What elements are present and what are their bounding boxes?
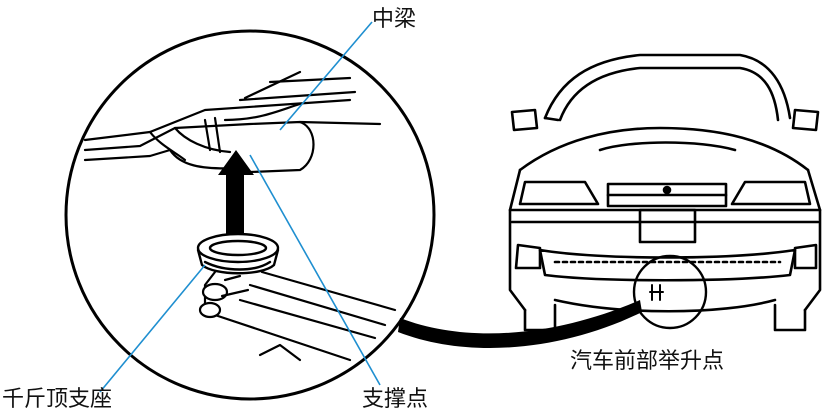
underbody-structure: [83, 70, 382, 174]
leader-lines: [99, 21, 381, 393]
lift-arrow: [218, 150, 254, 235]
label-jack-seat: 千斤顶支座: [2, 387, 112, 412]
label-support-point: 支撑点: [362, 387, 428, 412]
lift-point-mark: [649, 284, 664, 301]
jack-saddle: [196, 232, 280, 275]
leader-support-point: [249, 154, 381, 386]
zoom-connector: [398, 300, 642, 349]
leader-center-beam: [279, 21, 373, 131]
label-front-lift-point: 汽车前部举升点: [570, 349, 724, 374]
leader-jack-seat: [99, 264, 206, 393]
car-front-view: [508, 53, 822, 332]
magnified-detail-view: [64, 29, 436, 401]
jack-base: [198, 270, 397, 362]
label-center-beam: 中梁: [372, 7, 416, 32]
magnifier-circle: [64, 29, 436, 401]
lift-point-highlight-circle: [632, 254, 708, 330]
